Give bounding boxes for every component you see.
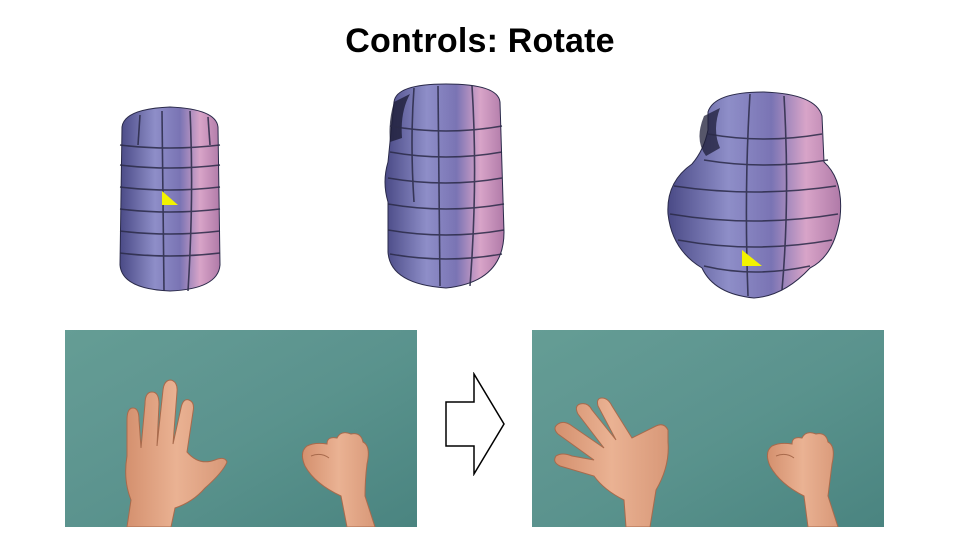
hand-photo-after <box>532 330 884 527</box>
yellow-triangle-icon <box>742 250 762 266</box>
rotated-open-hand-icon <box>554 397 669 527</box>
hand-photo-before <box>65 330 417 527</box>
sculpture-view-3 <box>664 90 844 302</box>
slide-title: Controls: Rotate <box>345 22 615 60</box>
sculpture-view-1 <box>110 105 230 295</box>
fist-icon <box>301 432 376 527</box>
sculpture-view-2 <box>380 82 512 292</box>
yellow-triangle-icon <box>162 191 178 205</box>
right-arrow-outline-icon <box>444 372 506 476</box>
open-hand-icon <box>125 379 228 527</box>
fist-icon <box>766 432 839 527</box>
